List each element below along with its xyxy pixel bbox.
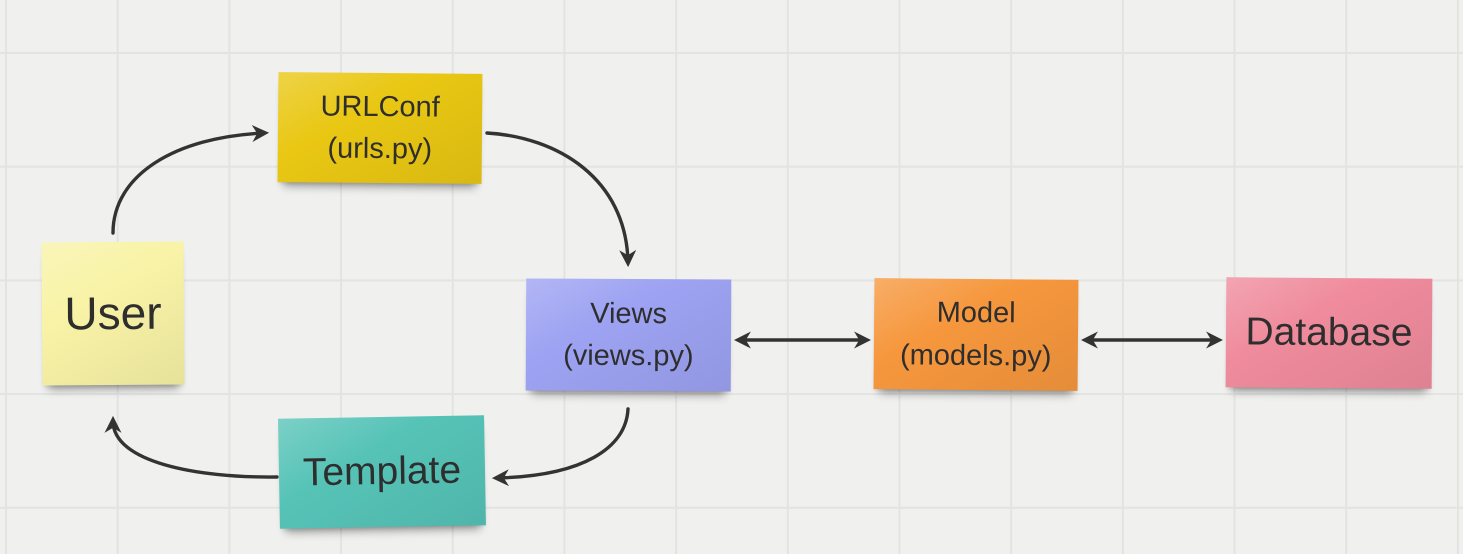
sticky-note-template[interactable]: Template (278, 415, 486, 529)
sticky-note-views[interactable]: Views (views.py) (525, 278, 732, 392)
sticky-label: User (64, 286, 162, 340)
connector-user-to-urlconf[interactable] (111, 125, 270, 235)
sticky-label: (models.py) (899, 338, 1052, 373)
sticky-note-urlconf[interactable]: URLConf (urls.py) (277, 72, 483, 184)
sticky-label: URLConf (320, 90, 440, 124)
sticky-label: Model (936, 297, 1016, 330)
sticky-note-model[interactable]: Model (models.py) (873, 278, 1079, 391)
sticky-label: Views (590, 297, 668, 331)
sticky-note-user[interactable]: User (41, 241, 185, 386)
connector-urlconf-to-views[interactable] (485, 131, 637, 268)
sticky-label: Template (302, 448, 462, 495)
sticky-label: Database (1245, 310, 1413, 355)
sticky-label: (views.py) (563, 339, 694, 373)
sticky-label: (urls.py) (327, 132, 433, 166)
connector-views-to-template[interactable] (491, 407, 630, 487)
connector-template-to-user[interactable] (104, 415, 279, 479)
sticky-note-database[interactable]: Database (1225, 277, 1433, 389)
